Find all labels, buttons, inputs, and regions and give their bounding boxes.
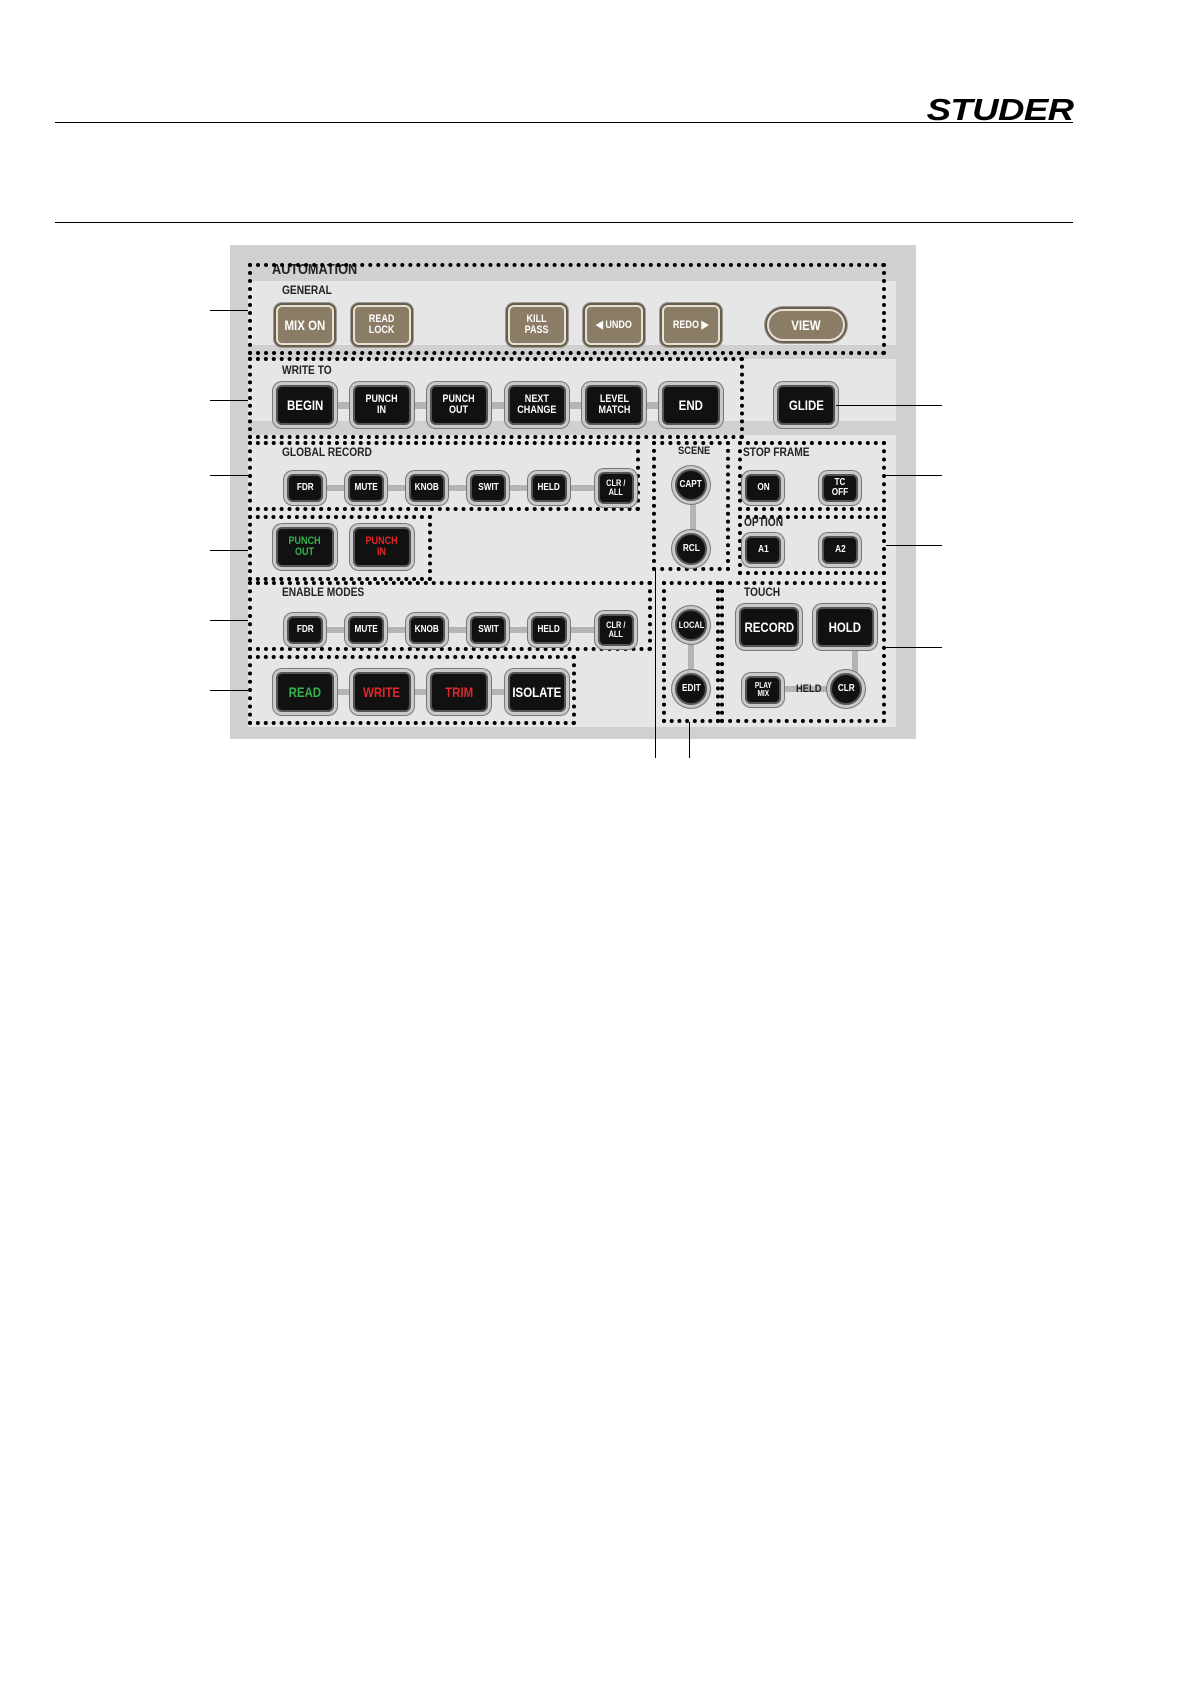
trim-button[interactable]: TRIM: [430, 672, 488, 712]
scene-group: [652, 441, 730, 571]
enable-fdr-button[interactable]: FDR: [287, 616, 323, 644]
callout-general: [210, 310, 248, 311]
callout-punch: [210, 550, 248, 551]
redo-button[interactable]: REDO ▶: [662, 305, 720, 345]
punch-out-button[interactable]: PUNCH OUT: [276, 527, 334, 567]
option-label: OPTION: [744, 515, 784, 529]
touch-held-bar: [770, 686, 852, 692]
write-to-label: WRITE TO: [282, 363, 332, 377]
global-mute-button[interactable]: MUTE: [348, 474, 384, 502]
touch-group: [720, 581, 886, 723]
punch-group: [248, 515, 432, 581]
callout-write-to: [210, 400, 248, 401]
callout-glide: [836, 405, 942, 406]
read-lock-button[interactable]: READ LOCK: [353, 305, 411, 345]
callout-scene: [655, 570, 656, 758]
punch-in-button[interactable]: PUNCH IN: [353, 527, 411, 567]
punch-out-write-button[interactable]: PUNCH OUT: [430, 385, 488, 425]
global-clr-all-button[interactable]: CLR / ALL: [598, 472, 634, 504]
global-record-group: [248, 441, 640, 511]
stop-frame-group: [738, 441, 886, 511]
record-button[interactable]: RECORD: [739, 607, 799, 647]
a1-button[interactable]: A1: [745, 536, 781, 564]
rcl-button[interactable]: RCL: [675, 533, 707, 565]
enable-mute-button[interactable]: MUTE: [348, 616, 384, 644]
read-button[interactable]: READ: [276, 672, 334, 712]
write-to-group: [248, 357, 744, 439]
stop-frame-on-button[interactable]: ON: [745, 474, 781, 502]
enable-modes-group: [248, 581, 652, 651]
tc-off-button[interactable]: TC OFF: [822, 474, 858, 502]
enable-modes-bar: [292, 627, 622, 633]
enable-swit-button[interactable]: SWIT: [470, 616, 506, 644]
callout-modes: [210, 690, 248, 691]
touch-bar: [852, 635, 858, 679]
local-button[interactable]: LOCAL: [675, 609, 707, 641]
general-label: GENERAL: [282, 283, 332, 297]
a2-button[interactable]: A2: [822, 536, 858, 564]
callout-local-edit: [689, 722, 690, 758]
write-button[interactable]: WRITE: [353, 672, 411, 712]
level-match-button[interactable]: LEVEL MATCH: [585, 385, 643, 425]
touch-label: TOUCH: [744, 585, 781, 599]
held-label: HELD: [796, 683, 822, 695]
global-held-button[interactable]: HELD: [531, 474, 567, 502]
global-record-bar: [292, 485, 622, 491]
view-button[interactable]: VIEW: [767, 309, 845, 341]
global-swit-button[interactable]: SWIT: [470, 474, 506, 502]
local-edit-bar: [688, 625, 694, 685]
scene-label: SCENE: [678, 445, 711, 457]
end-button[interactable]: END: [662, 385, 720, 425]
stop-frame-label: STOP FRAME: [743, 445, 810, 459]
local-edit-group: [662, 581, 720, 723]
callout-touch: [886, 647, 942, 648]
edit-button[interactable]: EDIT: [675, 673, 707, 705]
option-group: [738, 515, 886, 575]
global-record-label: GLOBAL RECORD: [282, 445, 372, 459]
callout-global-record: [210, 475, 248, 476]
modes-bar: [300, 689, 550, 695]
punch-in-write-button[interactable]: PUNCH IN: [353, 385, 411, 425]
scene-bar: [690, 483, 696, 549]
automation-panel: AUTOMATION GENERAL MIX ON READ LOCK KILL…: [230, 245, 916, 739]
kill-pass-button[interactable]: KILL PASS: [508, 305, 566, 345]
enable-knob-button[interactable]: KNOB: [409, 616, 445, 644]
hold-button[interactable]: HOLD: [816, 607, 874, 647]
callout-option: [886, 545, 942, 546]
callout-stop-frame: [886, 475, 942, 476]
callout-enable-modes: [210, 620, 248, 621]
glide-button[interactable]: GLIDE: [777, 385, 835, 425]
begin-button[interactable]: BEGIN: [276, 385, 334, 425]
capt-button[interactable]: CAPT: [675, 469, 707, 501]
clr-button[interactable]: CLR: [830, 673, 862, 705]
enable-clr-all-button[interactable]: CLR / ALL: [598, 614, 634, 646]
top-rule: [55, 122, 1073, 123]
general-group: [248, 263, 886, 355]
studer-logo: STUDER: [926, 92, 1073, 127]
global-fdr-button[interactable]: FDR: [287, 474, 323, 502]
global-knob-button[interactable]: KNOB: [409, 474, 445, 502]
play-mix-button[interactable]: PLAY MIX: [745, 676, 781, 704]
mix-on-button[interactable]: MIX ON: [276, 305, 334, 345]
next-change-button[interactable]: NEXT CHANGE: [508, 385, 566, 425]
isolate-button[interactable]: ISOLATE: [508, 672, 566, 712]
modes-group: [248, 655, 576, 725]
second-rule: [55, 222, 1073, 223]
undo-button[interactable]: ◀ UNDO: [585, 305, 643, 345]
enable-modes-label: ENABLE MODES: [282, 585, 365, 599]
enable-held-button[interactable]: HELD: [531, 616, 567, 644]
